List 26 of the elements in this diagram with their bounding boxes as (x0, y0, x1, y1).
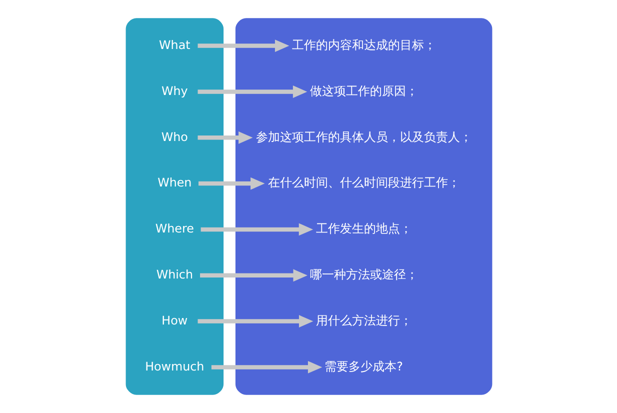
arrow (197, 40, 289, 52)
node-text: 哪一种方法或途径； (309, 268, 418, 282)
node-text: When (157, 176, 192, 190)
cluster (125, 18, 224, 395)
node-text: Howmuch (144, 359, 204, 374)
arrow (200, 223, 313, 236)
node-text: Which (156, 268, 192, 282)
arrow (197, 86, 307, 98)
node-text: How (161, 313, 188, 328)
arrow (197, 131, 252, 144)
arrow (200, 269, 307, 282)
node-text: 参加这项工作的具体人员，以及负责人； (255, 130, 472, 144)
node-text: Who (160, 130, 188, 144)
node-text: 做这项工作的原因； (309, 84, 418, 98)
node-text: 在什么时间、什么时间段进行工作； (267, 176, 460, 190)
node-text: 工作的内容和达成的目标； (291, 38, 436, 52)
cluster (234, 18, 492, 395)
node-text: Where (154, 222, 194, 236)
node-text: 工作发生的地点； (315, 222, 412, 236)
arrow (198, 177, 264, 190)
node-text: What (158, 38, 190, 52)
arrow (197, 315, 313, 328)
arrow (210, 360, 322, 374)
node-text: Why (160, 84, 188, 98)
node-text: 用什么方法进行； (315, 313, 412, 328)
node-text: 需要多少成本? (324, 359, 402, 374)
